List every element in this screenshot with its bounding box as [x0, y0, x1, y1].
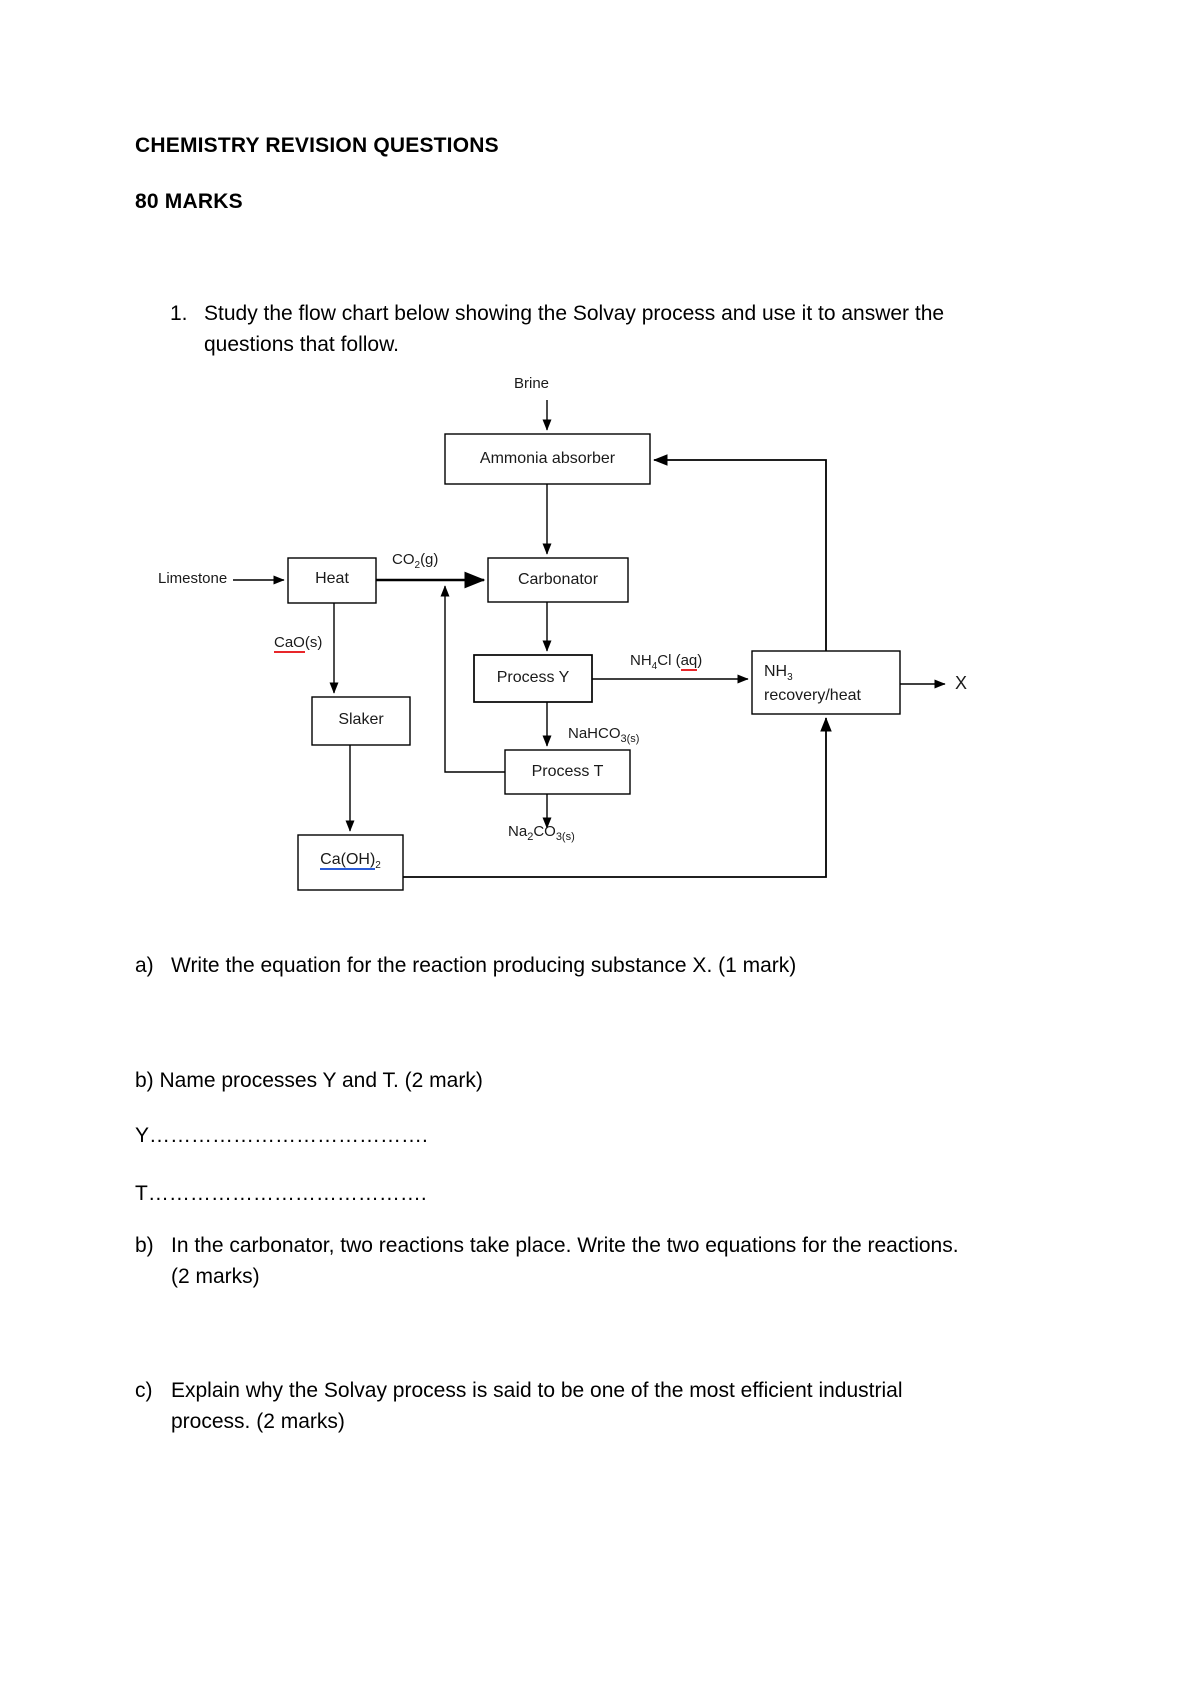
label-process-t: Process T — [531, 763, 604, 780]
label-heat: Heat — [315, 570, 349, 587]
question-a: a) Write the equation for the reaction p… — [135, 950, 965, 981]
label-ammonia-absorber: Ammonia absorber — [479, 450, 616, 467]
question-c: c) Explain why the Solvay process is sai… — [135, 1375, 955, 1437]
label-nh4cl-aq: aq — [680, 652, 698, 671]
label-co2-state: (g) — [420, 551, 439, 568]
label-product-x: X — [955, 673, 968, 693]
label-brine: Brine — [514, 375, 550, 392]
label-na2co3-mid: CO — [533, 823, 556, 840]
box-nh3-recovery — [751, 650, 901, 715]
label-nh3-recovery-line1: NH3 — [752, 663, 900, 683]
label-caoh2-subscript: 2 — [375, 860, 381, 872]
label-sodium-carbonate: Na2CO3(s) — [508, 824, 575, 843]
label-na2co3-subscript-1: 2 — [527, 831, 534, 843]
question-b-first: b) Name processes Y and T. (2 mark) — [135, 1069, 483, 1092]
label-calcium-hydroxide: Ca(OH)2 — [298, 851, 403, 871]
label-nh3-text: NH — [764, 663, 788, 680]
question-1-number: 1. — [170, 302, 188, 325]
label-caoh2-text: Ca(OH) — [320, 851, 376, 870]
label-nh3-recovery-line2: recovery/heat — [764, 687, 861, 704]
arrow-process-t-recycle-to-carbonator-line — [440, 585, 505, 773]
box-ammonia-absorber — [444, 433, 651, 485]
label-nh4cl-subscript: 4 — [651, 661, 658, 672]
label-carbonator: Carbonator — [517, 571, 599, 588]
box-heat — [287, 557, 377, 604]
question-c-marker: c) — [135, 1379, 153, 1402]
label-na2co3-subscript-2: 3(s) — [555, 831, 575, 843]
label-nh4cl-text: NH — [630, 652, 652, 669]
question-a-text: Write the equation for the reaction prod… — [171, 954, 797, 977]
label-nh4cl-close: ) — [697, 652, 703, 669]
label-slaker: Slaker — [338, 711, 384, 728]
question-a-marker: a) — [135, 954, 154, 977]
answer-line-y: Y…………………………………. — [135, 1124, 428, 1147]
label-co2-text: CO — [392, 551, 415, 568]
label-sodium-bicarbonate: NaHCO3(s) — [568, 726, 639, 745]
question-1-text: Study the flow chart below showing the S… — [204, 302, 945, 356]
question-1: 1. Study the flow chart below showing th… — [170, 298, 970, 360]
label-calcium-oxide: CaO(s) — [274, 634, 323, 653]
arrow-calcium-hydroxide-to-nh3-recovery — [403, 717, 832, 878]
label-co2-subscript: 2 — [414, 560, 421, 571]
label-nh4cl-rest: Cl ( — [657, 652, 681, 669]
box-slaker — [311, 696, 411, 746]
question-b-second: b) In the carbonator, two reactions take… — [135, 1230, 965, 1292]
label-nh3-subscript: 3 — [787, 672, 793, 684]
label-process-y: Process Y — [496, 669, 570, 686]
answer-line-t: T…………………………………. — [135, 1182, 427, 1205]
label-ammonium-chloride: NH4Cl (aq) — [630, 652, 703, 672]
total-marks: 80 MARKS — [135, 190, 243, 213]
solvay-process-flowchart: Brine Ammonia absorber Limestone Heat CO… — [140, 372, 1040, 912]
label-co2-gas: CO2(g) — [392, 552, 438, 571]
label-limestone: Limestone — [158, 570, 228, 587]
box-calcium-hydroxide — [297, 834, 404, 891]
box-carbonator — [487, 557, 629, 603]
question-b-marker: b) — [135, 1234, 154, 1257]
label-nahco3-subscript: 3(s) — [620, 733, 640, 745]
label-nahco3-text: NaHCO — [568, 725, 621, 742]
label-cao-text: CaO — [274, 634, 305, 653]
question-c-text: Explain why the Solvay process is said t… — [171, 1379, 903, 1433]
label-cao-state: (s) — [304, 634, 323, 651]
question-b-text: In the carbonator, two reactions take pl… — [171, 1234, 959, 1288]
flowchart-connectors — [233, 400, 946, 891]
page-title: CHEMISTRY REVISION QUESTIONS — [135, 134, 499, 157]
label-na2co3-text: Na — [508, 823, 528, 840]
arrow-nh3-recovery-to-absorber — [653, 454, 827, 651]
